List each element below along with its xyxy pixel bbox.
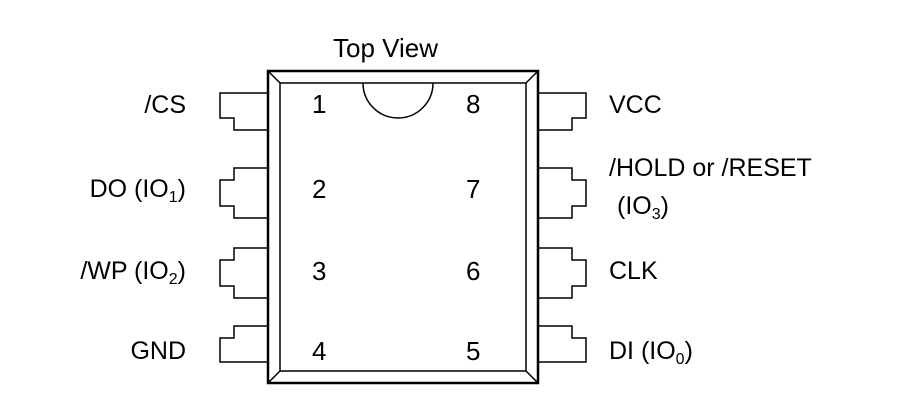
- pin-number-2: 2: [312, 174, 327, 204]
- bevel-corner-tl: [267, 70, 281, 84]
- orientation-notch: [362, 82, 434, 119]
- pin-lead-3: [219, 247, 268, 299]
- pin-lead-8: [538, 92, 587, 131]
- pin-label-4: GND: [130, 337, 186, 365]
- pin-label-6-text: CLK: [609, 257, 658, 285]
- pin-label-2-text: DO (IO: [89, 175, 169, 203]
- pin-label-7: /HOLD or /RESET: [609, 154, 812, 182]
- pin-label-7-line2-text: (IO: [617, 192, 652, 220]
- pin-label-3-sub: 2: [168, 271, 178, 288]
- pin-lead-6: [538, 247, 587, 299]
- pin-label-1: /CS: [144, 91, 186, 119]
- bevel-corner-bl: [267, 370, 281, 384]
- pin-number-7: 7: [466, 174, 481, 204]
- pin-number-1: 1: [312, 89, 327, 119]
- pin-label-7-suffix: ): [660, 192, 669, 220]
- pin-number-6: 6: [466, 256, 481, 286]
- pin-label-8: VCC: [609, 91, 662, 119]
- pin-label-4-text: GND: [130, 337, 186, 365]
- pin-number-4: 4: [312, 336, 327, 366]
- pin-number-8: 8: [466, 89, 481, 119]
- pin-lead-4: [219, 325, 268, 363]
- pin-label-5-suffix: ): [684, 337, 693, 365]
- pin-label-7-sub: 3: [651, 206, 661, 223]
- pin-label-2-suffix: ): [177, 175, 186, 203]
- pin-label-3: /WP (IO2): [80, 257, 186, 288]
- pin-label-8-text: VCC: [609, 91, 662, 119]
- pin-label-5: DI (IO0): [609, 337, 693, 368]
- package-inner-outline: [279, 82, 527, 372]
- pin-label-2-sub: 1: [168, 189, 178, 206]
- pin-lead-5: [538, 325, 587, 363]
- bevel-corner-br: [525, 370, 539, 384]
- pin-label-7-text: /HOLD or /RESET: [609, 154, 812, 182]
- pin-lead-2: [219, 167, 268, 219]
- pin-lead-1: [219, 92, 268, 131]
- pin-label-5-sub: 0: [675, 351, 685, 368]
- pin-label-2: DO (IO1): [89, 175, 186, 206]
- diagram-title: Top View: [333, 33, 439, 63]
- pin-label-3-suffix: ): [177, 257, 186, 285]
- bevel-corner-tr: [525, 70, 539, 84]
- pin-number-5: 5: [466, 336, 481, 366]
- pin-label-7-line2: (IO3): [617, 192, 669, 223]
- pin-label-3-text: /WP (IO: [80, 257, 169, 285]
- pin-number-3: 3: [312, 256, 327, 286]
- package-outline: [266, 69, 540, 385]
- pin-label-6: CLK: [609, 257, 658, 285]
- pin-label-5-text: DI (IO: [609, 337, 676, 365]
- pin-lead-7: [538, 167, 587, 219]
- pin-label-1-text: /CS: [144, 91, 186, 119]
